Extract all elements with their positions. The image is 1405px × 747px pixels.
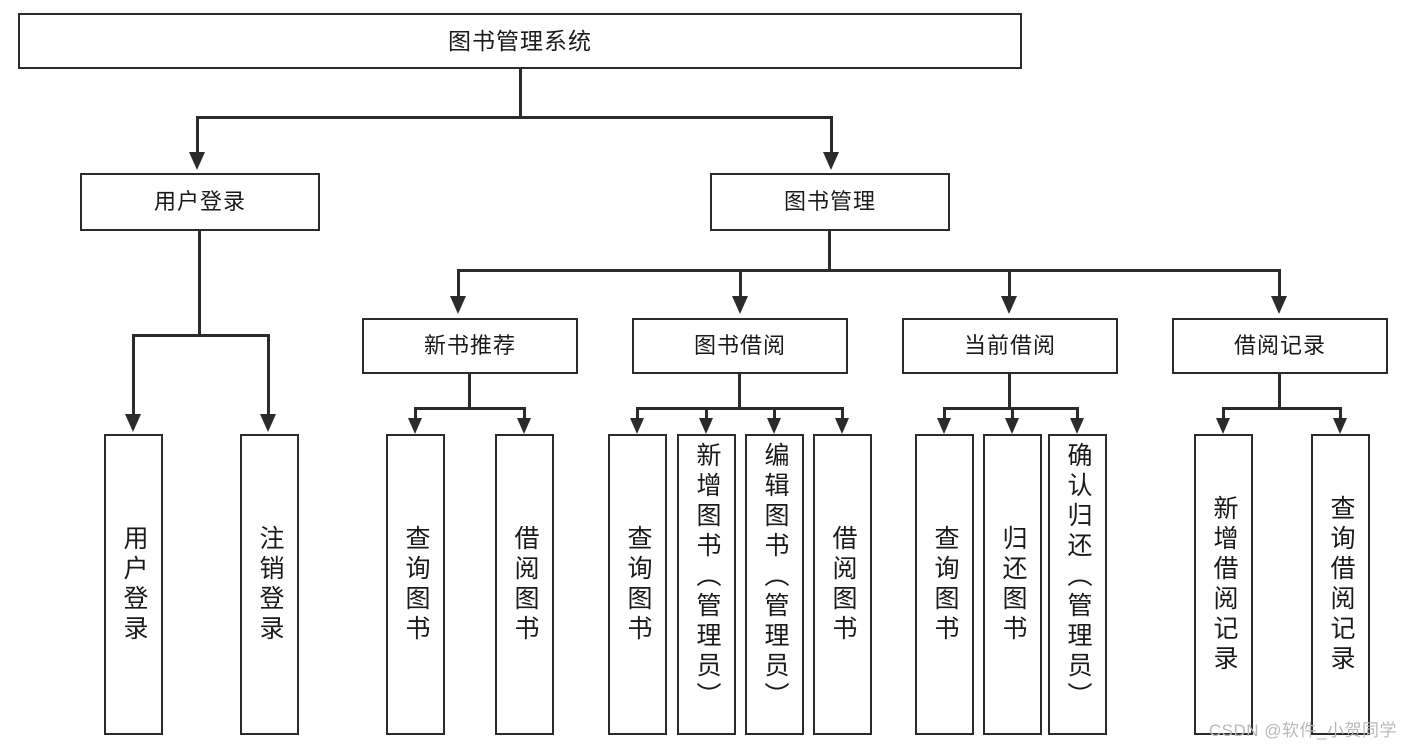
connector-cb-leaf1 xyxy=(943,407,946,421)
node-label: 借阅图书 xyxy=(829,524,857,645)
node-label: 借阅图书 xyxy=(511,524,539,645)
node-leaf-borrow-book-1[interactable]: 借阅图书 xyxy=(495,434,554,735)
connector-bm-to-book-borrow xyxy=(739,269,742,299)
connector-nbr-stem xyxy=(468,374,471,409)
connector-nbr-leaf1 xyxy=(414,407,417,421)
connector-bb-leaf3 xyxy=(773,407,776,421)
arrowhead-bb-leaf4 xyxy=(835,418,849,434)
connector-user-login-stem xyxy=(198,231,201,336)
watermark-text: CSDN @软件_小贺同学 xyxy=(1208,721,1397,740)
node-label: 用户登录 xyxy=(153,189,246,215)
arrowhead-root-to-book-management xyxy=(823,152,839,170)
connector-user-login-leaf2 xyxy=(267,334,270,418)
node-leaf-return-book[interactable]: 归还图书 xyxy=(983,434,1042,735)
node-label: 查询图书 xyxy=(931,524,959,645)
node-book-borrow[interactable]: 图书借阅 xyxy=(632,318,848,374)
arrowhead-cb-leaf3 xyxy=(1070,418,1084,434)
node-user-login[interactable]: 用户登录 xyxy=(80,173,320,231)
node-label: 用户登录 xyxy=(120,524,148,645)
node-leaf-user-login[interactable]: 用户登录 xyxy=(104,434,163,735)
node-label: 新增图书（管理员） xyxy=(693,442,721,712)
node-label: 查询借阅记录 xyxy=(1327,494,1355,675)
arrowhead-bb-leaf1 xyxy=(630,418,644,434)
node-leaf-add-record[interactable]: 新增借阅记录 xyxy=(1194,434,1253,735)
arrowhead-root-to-user-login xyxy=(189,152,205,170)
node-label: 当前借阅 xyxy=(963,333,1056,359)
node-label: 新书推荐 xyxy=(423,333,516,359)
connector-book-management-stem xyxy=(828,231,831,272)
connector-br-fanbar xyxy=(1222,407,1342,410)
node-borrow-record[interactable]: 借阅记录 xyxy=(1172,318,1388,374)
node-root-system[interactable]: 图书管理系统 xyxy=(18,13,1022,69)
connector-cb-leaf3 xyxy=(1076,407,1079,421)
node-new-book-recommend[interactable]: 新书推荐 xyxy=(362,318,578,374)
node-label: 确认归还（管理员） xyxy=(1064,442,1092,712)
connector-br-leaf1 xyxy=(1222,407,1225,421)
connector-bb-leaf2 xyxy=(705,407,708,421)
arrowhead-bb-leaf2 xyxy=(699,418,713,434)
node-label: 查询图书 xyxy=(624,524,652,645)
node-label: 图书管理 xyxy=(783,189,876,215)
connector-root-to-user-login xyxy=(196,116,199,156)
connector-bb-stem xyxy=(738,374,741,409)
node-label: 图书借阅 xyxy=(693,333,786,359)
arrowhead-br-leaf2 xyxy=(1333,418,1347,434)
node-leaf-logout[interactable]: 注销登录 xyxy=(240,434,299,735)
connector-cb-stem xyxy=(1008,374,1011,409)
node-label: 借阅记录 xyxy=(1233,333,1326,359)
node-leaf-borrow-book-2[interactable]: 借阅图书 xyxy=(813,434,872,735)
arrowhead-bm-to-book-borrow xyxy=(732,296,748,314)
node-leaf-query-book-2[interactable]: 查询图书 xyxy=(608,434,667,735)
node-label: 图书管理系统 xyxy=(448,27,592,54)
connector-bm-to-new-book-recommend xyxy=(457,269,460,299)
arrowhead-user-login-leaf2 xyxy=(260,414,276,432)
connector-user-login-fanbar xyxy=(132,334,269,337)
connector-root-fanbar xyxy=(196,116,833,119)
node-leaf-add-book[interactable]: 新增图书（管理员） xyxy=(677,434,736,735)
node-label: 新增借阅记录 xyxy=(1210,494,1238,675)
connector-root-to-book-management xyxy=(830,116,833,156)
arrowhead-br-leaf1 xyxy=(1216,418,1230,434)
node-leaf-query-book-3[interactable]: 查询图书 xyxy=(915,434,974,735)
connector-bm-to-borrow-record xyxy=(1278,269,1281,299)
arrowhead-bm-to-current-borrow xyxy=(1001,296,1017,314)
arrowhead-bb-leaf3 xyxy=(767,418,781,434)
connector-bb-leaf1 xyxy=(636,407,639,421)
node-leaf-edit-book[interactable]: 编辑图书（管理员） xyxy=(745,434,804,735)
connector-bb-leaf4 xyxy=(841,407,844,421)
connector-bm-to-current-borrow xyxy=(1008,269,1011,299)
connector-br-leaf2 xyxy=(1339,407,1342,421)
connector-cb-leaf2 xyxy=(1011,407,1014,421)
connector-nbr-leaf2 xyxy=(523,407,526,421)
connector-nbr-fanbar xyxy=(414,407,526,410)
node-book-management[interactable]: 图书管理 xyxy=(710,173,950,231)
connector-root-stem xyxy=(519,69,522,118)
node-leaf-confirm-return[interactable]: 确认归还（管理员） xyxy=(1048,434,1107,735)
connector-br-stem xyxy=(1278,374,1281,409)
node-leaf-query-book-1[interactable]: 查询图书 xyxy=(386,434,445,735)
arrowhead-bm-to-borrow-record xyxy=(1271,296,1287,314)
arrowhead-nbr-leaf2 xyxy=(517,418,531,434)
node-leaf-query-record[interactable]: 查询借阅记录 xyxy=(1311,434,1370,735)
arrowhead-nbr-leaf1 xyxy=(408,418,422,434)
arrowhead-bm-to-new-book-recommend xyxy=(450,296,466,314)
node-label: 注销登录 xyxy=(256,524,284,645)
node-label: 归还图书 xyxy=(999,524,1027,645)
arrowhead-cb-leaf1 xyxy=(937,418,951,434)
arrowhead-cb-leaf2 xyxy=(1005,418,1019,434)
node-label: 查询图书 xyxy=(402,524,430,645)
node-label: 编辑图书（管理员） xyxy=(761,442,789,712)
node-current-borrow[interactable]: 当前借阅 xyxy=(902,318,1118,374)
connector-user-login-leaf1 xyxy=(132,334,135,418)
connector-bb-fanbar xyxy=(636,407,844,410)
connector-book-management-fanbar xyxy=(457,269,1281,272)
arrowhead-user-login-leaf1 xyxy=(125,414,141,432)
